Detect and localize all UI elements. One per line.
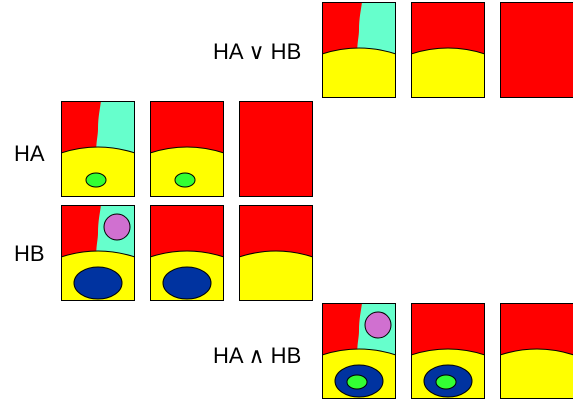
panel-intersection-2	[411, 303, 485, 399]
label-ha: HA	[14, 141, 45, 166]
panel-hb-3	[239, 205, 313, 301]
panel-union-3	[500, 2, 573, 98]
violet-circle	[103, 213, 131, 241]
aqua-region	[357, 2, 396, 58]
panel-border	[150, 101, 224, 197]
green-ellipse	[174, 172, 196, 188]
panel-border	[322, 2, 396, 98]
navy-ellipse	[73, 266, 123, 300]
yellow-region	[61, 146, 135, 197]
panel-border	[61, 101, 135, 197]
green-ellipse	[85, 172, 107, 188]
panel-border	[411, 2, 485, 98]
panel-union-1	[322, 2, 396, 98]
panel-ha-1	[61, 101, 135, 197]
panel-ha-2	[150, 101, 224, 197]
green-ellipse	[435, 374, 457, 390]
panel-hb-1	[61, 205, 135, 301]
panel-border	[322, 303, 396, 399]
panel-border	[411, 303, 485, 399]
aqua-region	[96, 101, 135, 157]
panel-intersection-3	[500, 303, 573, 399]
yellow-region	[322, 47, 396, 98]
navy-ellipse	[162, 266, 212, 300]
label-union: HA ∨ HB	[213, 39, 302, 64]
yellow-region	[239, 250, 313, 301]
panel-border	[500, 303, 573, 399]
panel-border	[239, 101, 313, 197]
panel-border	[500, 2, 573, 98]
panel-border	[239, 205, 313, 301]
yellow-region	[411, 47, 485, 98]
green-ellipse	[346, 374, 368, 390]
label-hb: HB	[14, 241, 45, 266]
yellow-region	[500, 348, 573, 399]
red-region	[500, 2, 573, 98]
panel-border	[150, 205, 224, 301]
panel-intersection-1	[322, 303, 396, 399]
panel-ha-3	[239, 101, 313, 197]
red-region	[239, 101, 313, 197]
panel-border	[61, 205, 135, 301]
label-intersection: HA ∧ HB	[213, 343, 302, 368]
panel-hb-2	[150, 205, 224, 301]
panel-union-2	[411, 2, 485, 98]
violet-circle	[364, 311, 392, 339]
yellow-region	[150, 146, 224, 197]
